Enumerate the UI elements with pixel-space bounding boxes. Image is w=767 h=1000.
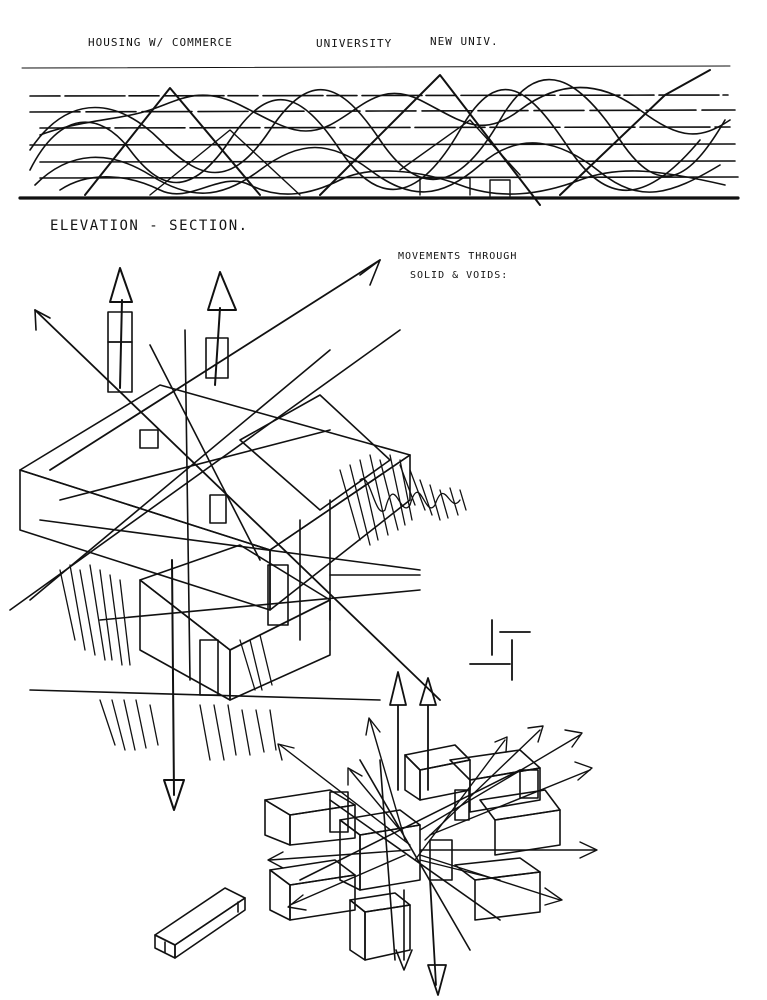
- plan-symbol: [469, 619, 531, 681]
- label-university: University: [316, 37, 393, 50]
- axonometric-complex-cluster: [264, 671, 598, 996]
- elevation-section-drawing: [18, 65, 740, 206]
- label-housing-commerce: Housing w/ commerce: [88, 36, 233, 49]
- label-new-univ: New Univ.: [430, 35, 499, 48]
- label-elevation-section: Elevation - Section.: [50, 218, 249, 234]
- axonometric-complex-large: [9, 259, 467, 811]
- label-movements-line2: Solid & Voids:: [410, 270, 509, 281]
- small-slab-object: [154, 887, 246, 959]
- label-movements-line1: Movements through: [398, 251, 518, 262]
